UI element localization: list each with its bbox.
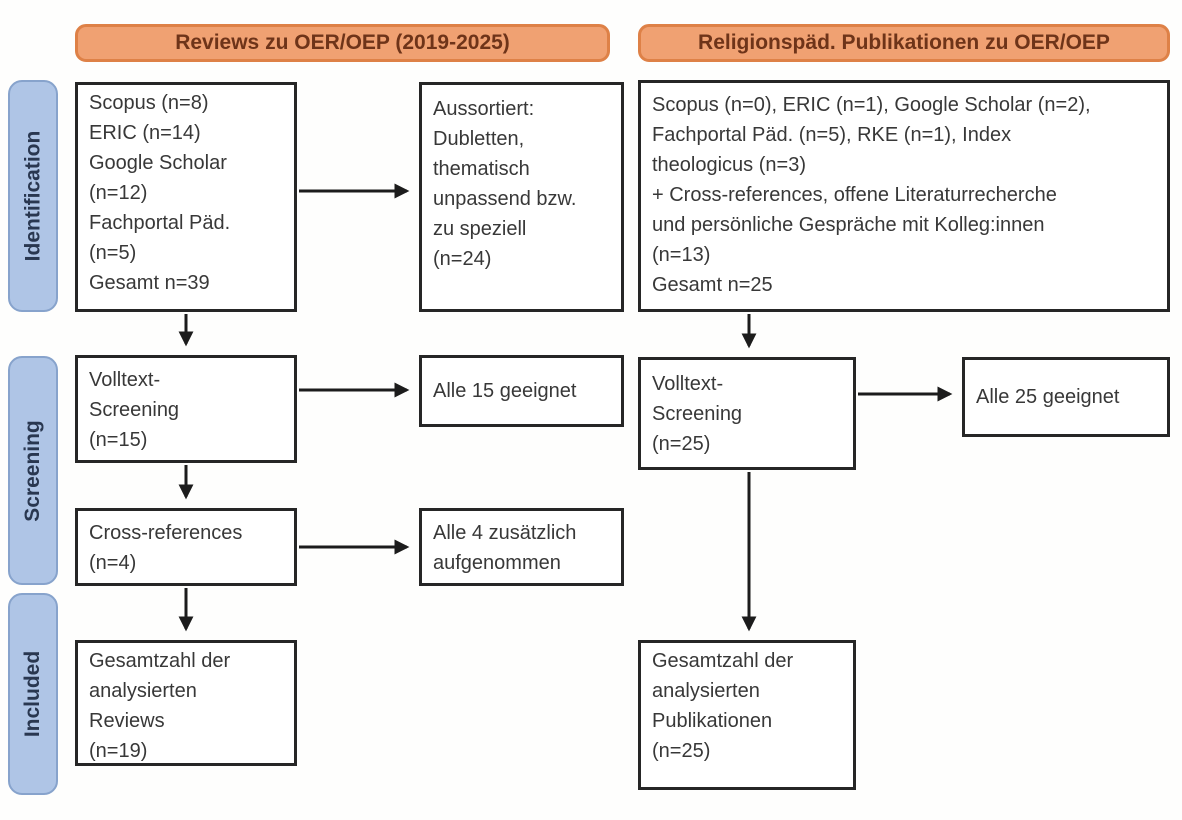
box-right-sources-text: Scopus (n=0), ERIC (n=1), Google Scholar… (652, 94, 1091, 296)
box-left-sources-text: Scopus (n=8) ERIC (n=14) Google Scholar … (89, 92, 231, 294)
box-left-total-text: Gesamtzahl der analysierten Reviews (n=1… (89, 650, 231, 762)
box-left-total: Gesamtzahl der analysierten Reviews (n=1… (75, 640, 297, 766)
box-left-crossref-text: Cross-references (n=4) (89, 522, 243, 574)
column-header-religionspaed: Religionspäd. Publikationen zu OER/OEP (638, 24, 1170, 62)
box-left-sources: Scopus (n=8) ERIC (n=14) Google Scholar … (75, 82, 297, 312)
column-header-religionspaed-label: Religionspäd. Publikationen zu OER/OEP (698, 31, 1110, 54)
column-header-reviews-label: Reviews zu OER/OEP (2019-2025) (175, 31, 510, 54)
box-right-sources: Scopus (n=0), ERIC (n=1), Google Scholar… (638, 80, 1170, 312)
stage-label-identification: Identification (8, 80, 58, 312)
column-header-reviews: Reviews zu OER/OEP (2019-2025) (75, 24, 610, 62)
box-right-total: Gesamtzahl der analysierten Publikatione… (638, 640, 856, 790)
box-left-crossref-result-text: Alle 4 zusätzlich aufgenommen (433, 522, 577, 574)
box-left-crossref-result: Alle 4 zusätzlich aufgenommen (419, 508, 624, 586)
stage-label-screening: Screening (8, 356, 58, 585)
stage-label-included: Included (8, 593, 58, 795)
box-right-fulltext-text: Volltext- Screening (n=25) (652, 373, 743, 455)
box-left-excluded: Aussortiert: Dubletten, thematisch unpas… (419, 82, 624, 312)
box-left-fulltext-result: Alle 15 geeignet (419, 355, 624, 427)
box-left-fulltext-text: Volltext- Screening (n=15) (89, 369, 180, 451)
box-left-excluded-text: Aussortiert: Dubletten, thematisch unpas… (433, 98, 577, 270)
box-right-fulltext-result: Alle 25 geeignet (962, 357, 1170, 437)
box-right-total-text: Gesamtzahl der analysierten Publikatione… (652, 650, 794, 762)
stage-label-included-text: Included (21, 650, 44, 738)
box-right-fulltext: Volltext- Screening (n=25) (638, 357, 856, 470)
stage-label-screening-text: Screening (21, 419, 45, 522)
box-left-fulltext: Volltext- Screening (n=15) (75, 355, 297, 463)
box-right-fulltext-result-text: Alle 25 geeignet (976, 386, 1120, 408)
box-left-fulltext-result-text: Alle 15 geeignet (433, 380, 577, 402)
box-left-crossref: Cross-references (n=4) (75, 508, 297, 586)
stage-label-identification-text: Identification (21, 130, 45, 262)
